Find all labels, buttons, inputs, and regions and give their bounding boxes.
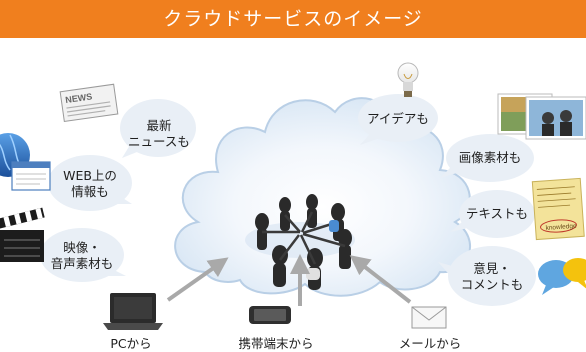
source-label-mobile: 携帯端末から — [238, 336, 314, 351]
label-web-line1: WEB上の — [63, 168, 117, 183]
bubble-news — [120, 99, 196, 158]
bubble-video — [40, 228, 126, 282]
label-opinion-line1: 意見・ — [473, 261, 511, 276]
label-idea: アイデアも — [367, 111, 429, 126]
browser-window-icon — [11, 161, 51, 191]
light-bulb-icon — [397, 62, 419, 97]
bubble-opinion — [438, 246, 536, 306]
page-title: クラウドサービスのイメージ — [163, 8, 423, 30]
label-news-line1: 最新 — [146, 118, 172, 133]
envelope-icon — [411, 306, 447, 329]
knowledge-note-icon: knowledge — [531, 177, 585, 241]
bubble-web — [48, 155, 132, 211]
label-news-line2: ニュースも — [128, 134, 190, 149]
newspaper-icon: NEWS — [59, 83, 119, 123]
label-web-line2: 情報も — [71, 184, 109, 199]
bubble-text — [450, 190, 535, 238]
label-video: 映像・ 音声素材も — [44, 240, 120, 272]
label-video-line1: 映像・ — [63, 240, 101, 255]
svg-text:NEWS: NEWS — [65, 91, 93, 105]
label-video-line2: 音声素材も — [50, 256, 114, 271]
photo-images-icon — [497, 93, 586, 140]
people-group-icon — [245, 194, 355, 290]
bubble-idea — [358, 94, 438, 145]
laptop-icon — [103, 293, 163, 330]
smartphone-icon — [249, 306, 291, 324]
speech-bubbles-icon — [538, 258, 586, 295]
label-text: テキストも — [465, 206, 529, 221]
label-web: WEB上の 情報も — [54, 168, 126, 200]
source-label-mail: メールから — [398, 336, 462, 351]
cloud-diagram: NEWS — [0, 62, 586, 330]
svg-text:knowledge: knowledge — [545, 223, 577, 232]
clapperboard-icon — [0, 207, 45, 262]
header-banner — [0, 0, 586, 38]
source-label-pc: PCから — [110, 336, 152, 351]
label-images: 画像素材も — [458, 150, 522, 165]
bubble-images — [440, 134, 534, 182]
label-news: 最新 ニュースも — [124, 118, 194, 150]
label-opinion: 意見・ コメントも — [450, 261, 534, 293]
arrow-from-pc — [166, 257, 229, 302]
arrow-from-mail — [349, 255, 412, 304]
label-opinion-line2: コメントも — [460, 277, 524, 292]
